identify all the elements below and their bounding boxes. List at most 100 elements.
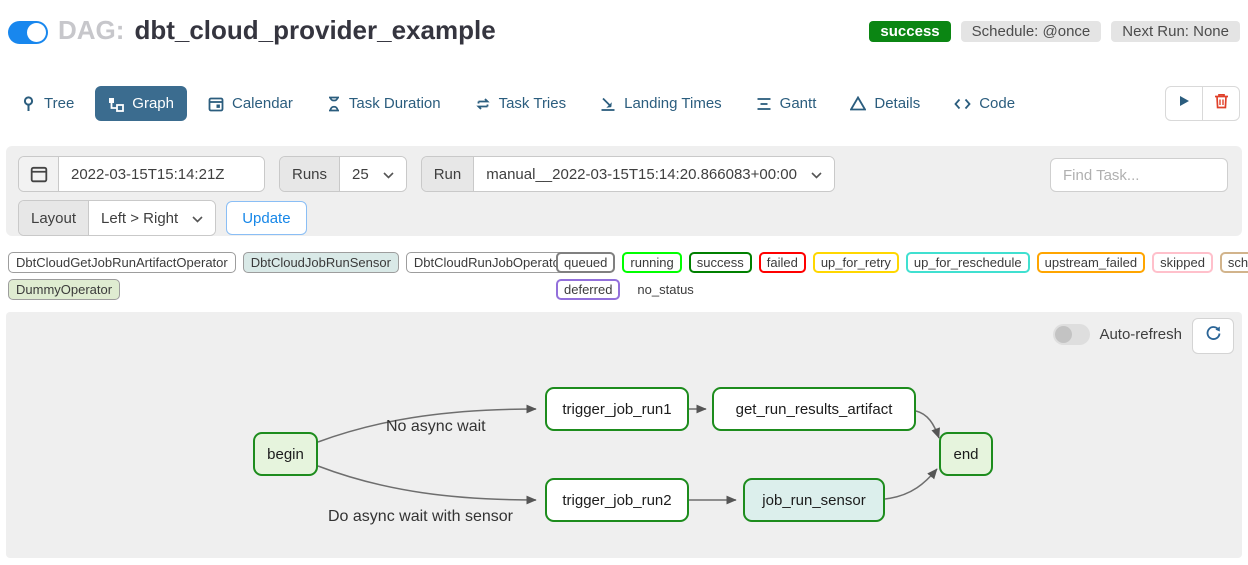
task-node-end[interactable]: end <box>939 432 993 476</box>
dag-edges <box>317 404 940 505</box>
tab-code[interactable]: Code <box>941 86 1028 121</box>
task-node-trigger-job-run1[interactable]: trigger_job_run1 <box>545 387 689 431</box>
toggle-knob <box>1055 326 1073 343</box>
chevron-down-icon <box>192 210 203 227</box>
runs-label: Runs <box>280 157 341 191</box>
tab-label: Graph <box>132 95 174 112</box>
tab-label: Code <box>979 95 1016 112</box>
run-label: Run <box>421 157 475 191</box>
tab-label: Task Duration <box>348 95 441 112</box>
chevron-down-icon <box>383 166 394 183</box>
tab-label: Tree <box>44 95 75 112</box>
status-filter-queued[interactable]: queued <box>556 252 616 273</box>
header-badges: success Schedule: @once Next Run: None <box>869 21 1240 42</box>
retry-arrows-icon <box>475 96 491 112</box>
tab-details[interactable]: Details <box>837 86 933 121</box>
dag-title-row: DAG: dbt_cloud_provider_example <box>58 15 496 46</box>
trigger-dag-button[interactable] <box>1165 86 1203 121</box>
view-tabs: Tree Graph Calendar Task Duration Task T… <box>8 86 1240 121</box>
dag-actions <box>1165 86 1240 121</box>
calendar-picker-button[interactable] <box>19 157 59 191</box>
triangle-icon <box>850 96 867 111</box>
runs-value: 25 <box>352 165 369 183</box>
run-select[interactable]: manual__2022-03-15T15:14:20.866083+00:00 <box>474 157 834 191</box>
legend: DbtCloudGetJobRunArtifactOperator DbtClo… <box>8 252 1248 306</box>
tab-label: Task Tries <box>498 95 567 112</box>
status-legend: queued running success failed up_for_ret… <box>556 252 1248 306</box>
filter-panel: Runs 25 Run manual__2022-03-15T15:14:20.… <box>6 146 1242 236</box>
operator-legend-row: DummyOperator <box>8 279 556 300</box>
layout-value: Left > Right <box>101 209 179 227</box>
runs-group: Runs 25 <box>279 156 407 192</box>
auto-refresh-label: Auto-refresh <box>1099 326 1182 343</box>
tab-label: Gantt <box>779 95 817 112</box>
tab-graph[interactable]: Graph <box>95 86 187 121</box>
update-button[interactable]: Update <box>226 201 307 235</box>
task-node-get-run-results-artifact[interactable]: get_run_results_artifact <box>712 387 916 431</box>
play-icon <box>1177 94 1191 113</box>
no-status-label: no_status <box>637 282 694 297</box>
delete-dag-button[interactable] <box>1202 86 1240 121</box>
operator-badge: DbtCloudRunJobOperator <box>405 252 573 273</box>
operator-badge: DbtCloudGetJobRunArtifactOperator <box>8 252 236 273</box>
task-node-job-run-sensor[interactable]: job_run_sensor <box>743 478 885 522</box>
find-task-input[interactable] <box>1050 158 1228 192</box>
base-date-input[interactable] <box>59 157 264 191</box>
runs-select[interactable]: 25 <box>340 157 406 191</box>
chevron-down-icon <box>811 166 822 183</box>
status-legend-row: deferred no_status <box>556 279 1248 300</box>
operator-badge: DbtCloudJobRunSensor <box>242 252 399 273</box>
auto-refresh-toggle[interactable] <box>1053 324 1091 345</box>
run-group: Run manual__2022-03-15T15:14:20.866083+0… <box>420 156 835 192</box>
auto-refresh-control: Auto-refresh <box>1053 324 1182 345</box>
graph-icon <box>108 96 125 112</box>
status-filter-running[interactable]: running <box>622 252 682 273</box>
trash-icon <box>1214 93 1229 114</box>
filter-row-2: Layout Left > Right Update <box>18 200 1230 236</box>
status-filter-failed[interactable]: failed <box>758 252 806 273</box>
base-date-group <box>18 156 265 192</box>
tab-gantt[interactable]: Gantt <box>743 86 830 121</box>
task-node-trigger-job-run2[interactable]: trigger_job_run2 <box>545 478 689 522</box>
operator-legend-row: DbtCloudGetJobRunArtifactOperator DbtClo… <box>8 252 573 273</box>
schedule-badge: Schedule: @once <box>960 21 1102 42</box>
tab-label: Calendar <box>232 95 293 112</box>
status-filter-up-for-reschedule[interactable]: up_for_reschedule <box>905 252 1030 273</box>
layout-group: Layout Left > Right <box>18 200 217 236</box>
tree-icon <box>21 95 36 112</box>
next-run-badge: Next Run: None <box>1111 21 1240 42</box>
status-filter-up-for-retry[interactable]: up_for_retry <box>812 252 899 273</box>
hourglass-icon <box>327 96 341 112</box>
run-value: manual__2022-03-15T15:14:20.866083+00:00 <box>486 165 797 183</box>
status-filter-scheduled[interactable]: scheduled <box>1219 252 1248 273</box>
operator-legend: DbtCloudGetJobRunArtifactOperator DbtClo… <box>8 252 573 306</box>
refresh-icon <box>1205 325 1222 347</box>
tab-landing-times[interactable]: Landing Times <box>587 86 735 121</box>
gantt-bars-icon <box>756 96 772 112</box>
status-filter-success[interactable]: success <box>688 252 752 273</box>
tab-label: Details <box>874 95 921 112</box>
dag-pause-toggle[interactable] <box>8 21 48 44</box>
tab-task-duration[interactable]: Task Duration <box>314 86 454 121</box>
tab-tree[interactable]: Tree <box>8 86 87 121</box>
status-filter-skipped[interactable]: skipped <box>1152 252 1213 273</box>
toggle-knob <box>27 23 46 42</box>
tab-calendar[interactable]: Calendar <box>195 86 306 121</box>
status-filter-upstream-failed[interactable]: upstream_failed <box>1036 252 1146 273</box>
edge-label-do-async-wait: Do async wait with sensor <box>328 508 513 525</box>
layout-select[interactable]: Left > Right <box>89 201 216 235</box>
calendar-icon <box>208 96 224 112</box>
refresh-button[interactable] <box>1192 318 1234 354</box>
edge-label-no-async-wait: No async wait <box>386 418 486 435</box>
tab-task-tries[interactable]: Task Tries <box>462 86 580 121</box>
dag-graph-panel: Auto-refresh begin trigger_job_run1 get_… <box>6 312 1242 558</box>
status-filter-deferred[interactable]: deferred <box>556 279 621 300</box>
status-badge: success <box>869 21 951 42</box>
dag-prefix-label: DAG: <box>58 15 125 45</box>
layout-label: Layout <box>19 201 90 235</box>
status-legend-row: queued running success failed up_for_ret… <box>556 252 1248 273</box>
page-title: dbt_cloud_provider_example <box>134 15 496 45</box>
operator-badge: DummyOperator <box>8 279 121 300</box>
filter-row-1: Runs 25 Run manual__2022-03-15T15:14:20.… <box>18 156 1230 192</box>
task-node-begin[interactable]: begin <box>253 432 318 476</box>
